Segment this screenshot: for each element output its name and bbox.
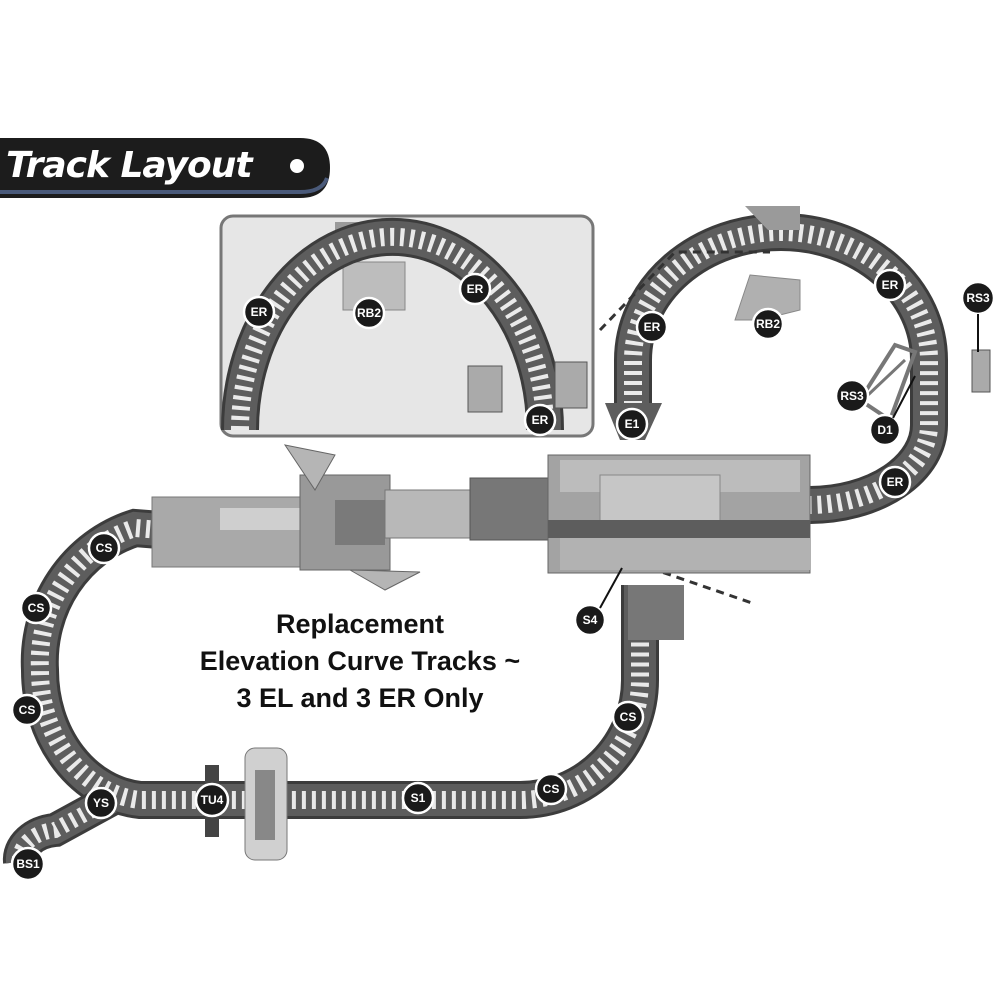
title-banner [0, 138, 330, 198]
badge-er-upper-left: ER [635, 310, 669, 344]
badge-e1: E1 [615, 407, 649, 441]
inset-panel [219, 214, 595, 438]
badge-ys: YS [84, 786, 118, 820]
svg-text:CS: CS [543, 782, 560, 796]
svg-text:RB2: RB2 [756, 317, 780, 331]
svg-text:RB2: RB2 [357, 306, 381, 320]
svg-text:CS: CS [96, 541, 113, 555]
s4-ramp [628, 585, 684, 640]
badge-cs-3: CS [10, 693, 44, 727]
rs3-support [857, 342, 991, 424]
svg-text:E1: E1 [625, 417, 640, 431]
svg-text:BS1: BS1 [16, 857, 40, 871]
svg-text:TU4: TU4 [201, 793, 224, 807]
inset-badge-rb2: RB2 [352, 296, 386, 330]
svg-text:ER: ER [532, 413, 549, 427]
inset-badge-er-left: ER [242, 295, 276, 329]
title-dot-icon [290, 159, 304, 173]
svg-text:S1: S1 [411, 791, 426, 805]
svg-text:CS: CS [19, 703, 36, 717]
left-station-building [151, 444, 551, 591]
badge-rb2: RB2 [751, 307, 785, 341]
badge-bs1: BS1 [10, 846, 46, 882]
badge-s4: S4 [573, 603, 607, 637]
caption-line-1: Replacement [275, 609, 445, 639]
inset-support-tower [467, 361, 588, 413]
svg-text:D1: D1 [877, 423, 893, 437]
inset-elevated-arch [221, 217, 564, 431]
caption-line-2: Elevation Curve Tracks ~ [199, 646, 521, 676]
svg-text:ER: ER [251, 305, 268, 319]
badge-s1: S1 [401, 781, 435, 815]
badge-rs3: RS3 [834, 378, 870, 414]
svg-text:RS3: RS3 [840, 389, 864, 403]
caption-line-3: 3 EL and 3 ER Only [236, 683, 484, 713]
badge-cs-2: CS [19, 591, 53, 625]
svg-text:ER: ER [467, 282, 484, 296]
dashed-guides [598, 250, 770, 605]
svg-text:ER: ER [644, 320, 661, 334]
badge-rs3-top: RS3 [960, 280, 996, 316]
caption: Replacement Elevation Curve Tracks ~ 3 E… [130, 606, 590, 717]
svg-text:ER: ER [887, 475, 904, 489]
inset-badge-er-bottom: ER [523, 403, 557, 437]
badge-tu4: TU4 [194, 782, 230, 818]
badge-er-lower-right: ER [878, 465, 912, 499]
main-track-loop [20, 508, 659, 819]
badge-cs-4: CS [611, 700, 645, 734]
svg-text:ER: ER [882, 278, 899, 292]
badge-cs-1: CS [87, 531, 121, 565]
page-title: Track Layout [6, 145, 253, 186]
svg-text:CS: CS [620, 710, 637, 724]
badge-er-upper-right: ER [873, 268, 907, 302]
svg-text:CS: CS [28, 601, 45, 615]
central-station-building [547, 403, 811, 574]
badge-d1: D1 [868, 413, 902, 447]
svg-text:RS3: RS3 [966, 291, 990, 305]
svg-text:S4: S4 [583, 613, 598, 627]
badge-cs-5: CS [534, 772, 568, 806]
tunnel-tu4 [205, 747, 288, 861]
inset-badge-er-right: ER [458, 272, 492, 306]
svg-text:YS: YS [93, 796, 109, 810]
